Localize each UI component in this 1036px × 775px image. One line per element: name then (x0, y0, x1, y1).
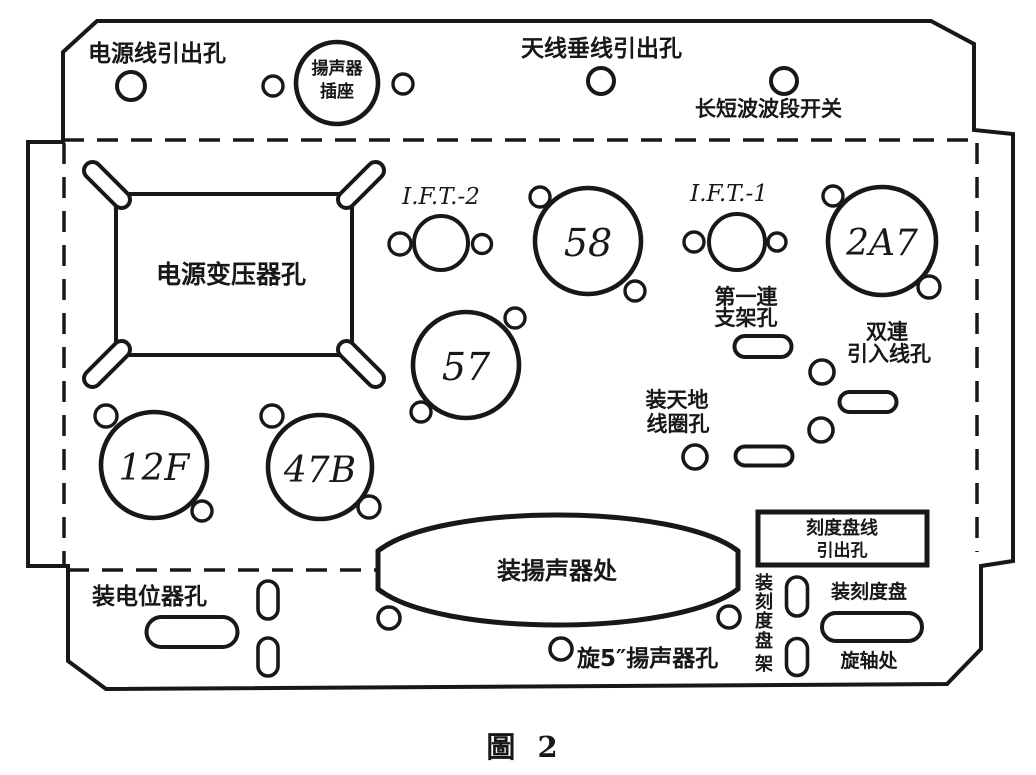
tube-47b-holes (259, 403, 382, 522)
bottom-vslot-upper (256, 579, 280, 621)
label-tube-47b: 47B (283, 450, 356, 491)
label-speaker-mount: 装揚声器处 (497, 557, 617, 585)
label-coil-2: 线圈孔 (647, 412, 710, 436)
tube-12f-mount-hole-top (93, 403, 119, 429)
ift2-mount-hole-right (470, 232, 494, 256)
label-tube-12f: 12F (119, 448, 192, 489)
dual-gang-leadin-holes (807, 358, 899, 444)
label-power-cord-hole: 电源线引出孔 (88, 40, 226, 67)
label-first-gang-2: 支架孔 (715, 306, 778, 330)
label-speaker-socket-2: 插座 (320, 81, 354, 102)
ift1-mount-hole-right (766, 231, 788, 253)
ift1-hole (707, 212, 767, 272)
first-gang-bracket-slot (732, 334, 794, 359)
ift2-mount-hole-left (387, 231, 413, 257)
label-dual-gang-1: 双連 (866, 320, 909, 344)
tube-57-mount-hole-bottom (409, 400, 433, 424)
tube-12f-holes (93, 403, 214, 523)
coil-slot (733, 444, 795, 468)
label-tube-57: 57 (442, 345, 491, 389)
speaker-socket-hole (293, 39, 381, 127)
label-dial-bracket-char-4: 盘 (755, 630, 773, 652)
speaker-mount-hole-left (376, 605, 402, 631)
speaker-lens (375, 512, 741, 628)
tube-hole-47b (265, 412, 375, 522)
figure-caption: 圖 2 (486, 730, 563, 764)
tube-57-holes (409, 306, 527, 424)
label-dual-gang-2: 引入线孔 (847, 342, 931, 366)
label-speaker-5in: 旋5″揚声器孔 (577, 645, 718, 672)
dial-shaft-slot (820, 611, 924, 643)
ant-gnd-coil-holes (681, 443, 795, 471)
tube-47b-mount-hole-bottom (356, 494, 382, 520)
dial-bracket-slot-lower (784, 636, 810, 678)
tube-58-holes (528, 185, 647, 303)
dial-bracket-slot-upper (784, 575, 810, 618)
label-antenna-hole: 天线垂线引出孔 (521, 35, 682, 62)
bottom-flap-holes (144, 575, 924, 678)
dual-gang-hole-lower (807, 416, 835, 444)
corner-slot-top-left (82, 160, 132, 210)
label-dial-bracket-char-1: 装 (755, 572, 773, 594)
speaker-mount-hole-right (716, 604, 742, 630)
tube-hole-58 (532, 185, 644, 297)
bottom-vslot-lower (256, 636, 280, 678)
label-dial-bracket-char-3: 度 (755, 610, 774, 632)
label-potentiometer: 装电位器孔 (92, 583, 207, 610)
label-band-switch: 长短波波段开关 (695, 97, 842, 121)
top-flap (115, 39, 799, 127)
dual-gang-slot (837, 390, 899, 414)
label-tube-58: 58 (564, 221, 612, 265)
label-tube-2a7: 2A7 (845, 223, 918, 264)
dual-gang-hole-upper (808, 358, 836, 386)
tube-12f-mount-hole-bottom (190, 499, 214, 523)
ift1-mount-hole-left (682, 230, 706, 254)
ift2-hole (412, 214, 470, 272)
label-shaft-place: 旋轴处 (839, 649, 898, 672)
corner-slot-top-right (336, 160, 386, 210)
tube-58-mount-hole-bottom (623, 279, 647, 303)
label-dial-cord-1: 刻度盘线 (806, 517, 878, 539)
tube-57-mount-hole-top (503, 306, 527, 330)
dial-cord-hole-box (755, 509, 930, 568)
coil-hole-round (681, 443, 709, 471)
socket-mount-hole-right (391, 72, 415, 96)
corner-slot-bottom-left (82, 339, 132, 389)
label-coil-1: 装天地 (646, 388, 709, 412)
label-power-transformer: 电源变压器孔 (156, 260, 306, 289)
label-first-gang-1: 第一連 (715, 285, 779, 309)
power-cord-hole (115, 70, 147, 102)
antenna-wire-hole (586, 66, 616, 96)
label-dial-bracket-char-2: 刻 (755, 591, 773, 613)
label-ift2: I.F.T.-2 (401, 184, 480, 210)
transformer-rect (114, 192, 354, 357)
label-dial-cord-2: 引出孔 (817, 540, 868, 561)
speaker-mount-hole-bottom (548, 636, 574, 662)
tube-2a7-mount-hole-bottom (916, 274, 942, 300)
tube-hole-12f (98, 409, 210, 521)
label-dial-bracket-char-5: 架 (755, 653, 773, 675)
ift2-holes (387, 214, 494, 272)
tube-hole-2a7 (825, 184, 939, 298)
label-speaker-socket-1: 揚声器 (312, 58, 364, 79)
chassis-outline (26, 19, 1015, 692)
label-dial-bracket-vertical: 装 刻 度 盘 架 (755, 572, 774, 675)
tube-2a7-holes (821, 184, 942, 300)
label-dial-mount: 装刻度盘 (830, 580, 907, 603)
corner-slot-bottom-right (336, 339, 386, 389)
tube-58-mount-hole-top (528, 185, 552, 209)
tube-2a7-mount-hole-top (821, 184, 845, 208)
band-switch-hole (769, 66, 799, 96)
power-transformer-hole (82, 160, 386, 389)
potentiometer-slot (144, 615, 240, 649)
tube-hole-57 (410, 309, 522, 421)
label-ift1: I.F.T.-1 (689, 181, 768, 207)
tube-47b-mount-hole-top (259, 403, 285, 429)
ift1-holes (682, 212, 788, 272)
fold-lines (62, 138, 979, 572)
socket-mount-hole-left (261, 74, 285, 98)
speaker-mount-area-shape (375, 512, 742, 662)
